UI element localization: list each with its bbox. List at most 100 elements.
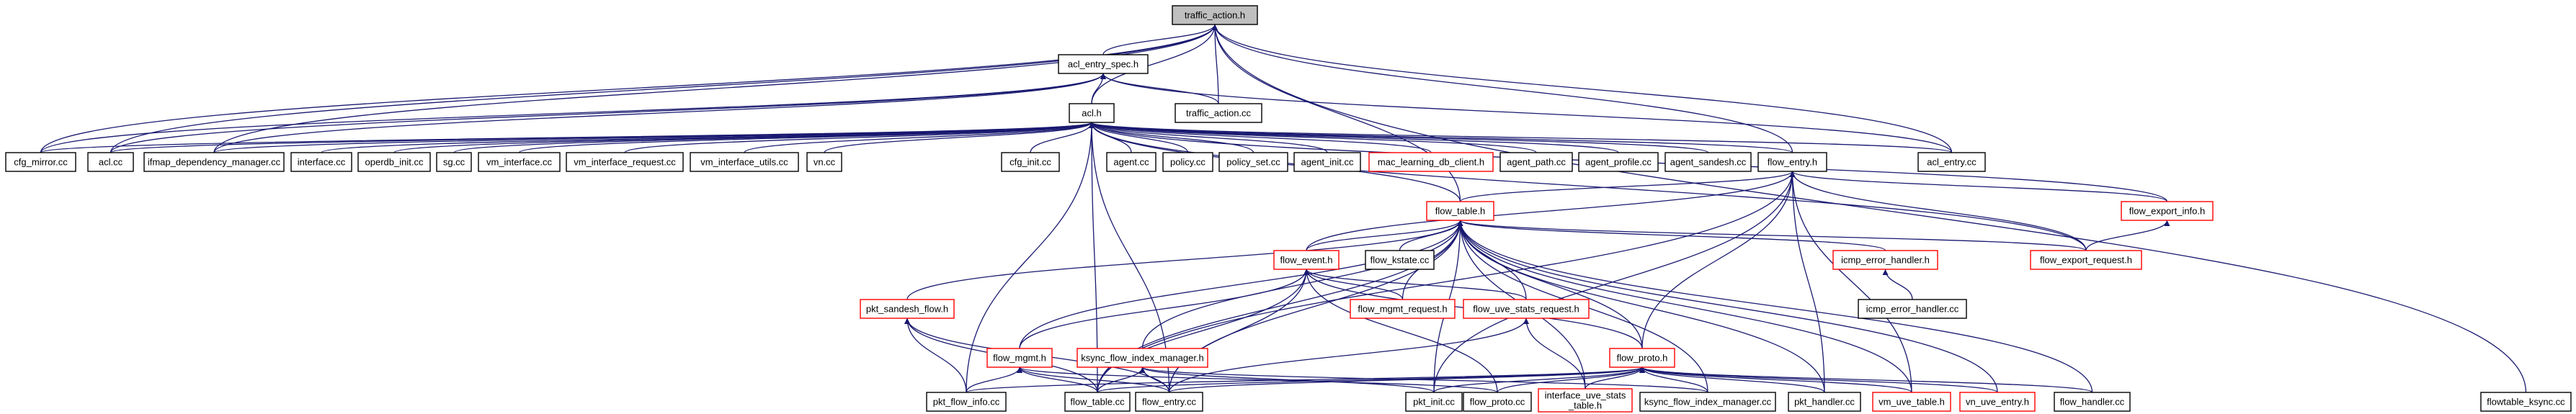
node-flow-handler-cc[interactable]: flow_handler.cc <box>2054 392 2131 412</box>
node-box <box>2030 250 2142 270</box>
node-flow-export-info-h[interactable]: flow_export_info.h <box>2121 201 2214 221</box>
edge-agent-profile-cc-to-acl-h <box>1089 122 1619 153</box>
node-box <box>436 152 472 172</box>
node-interface-cc[interactable]: interface.cc <box>290 152 352 172</box>
node-flow-mgmt-request-h[interactable]: flow_mgmt_request.h <box>1350 299 1456 319</box>
node-pkt-handler-cc[interactable]: pkt_handler.cc <box>1788 392 1861 412</box>
node-flow-kstate-cc[interactable]: flow_kstate.cc <box>1365 250 1435 270</box>
node-traffic-action-h: traffic_action.h <box>1172 5 1258 25</box>
node-flow-entry-cc[interactable]: flow_entry.cc <box>1135 392 1203 412</box>
node-acl-cc[interactable]: acl.cc <box>87 152 134 172</box>
node-cfg-init-cc[interactable]: cfg_init.cc <box>1001 152 1060 172</box>
node-acl-entry-spec-h[interactable]: acl_entry_spec.h <box>1058 54 1149 74</box>
node-flow-table-h[interactable]: flow_table.h <box>1426 201 1494 221</box>
edge-flow-proto-cc-to-flow-mgmt-h <box>1017 366 1498 393</box>
node-box <box>2054 392 2131 412</box>
node-interface-uve-stats-table-h[interactable]: interface_uve_stats_table.h <box>1538 388 1633 413</box>
edge-flow-export-request-h-to-flow-entry-h <box>1789 171 2087 251</box>
node-flow-event-h[interactable]: flow_event.h <box>1273 250 1340 270</box>
node-vm-uve-table-h[interactable]: vm_uve_table.h <box>1872 392 1951 412</box>
node-pkt-init-cc[interactable]: pkt_init.cc <box>1405 392 1463 412</box>
node-label: flow_table.cc <box>1070 397 1125 408</box>
node-label: interface_uve_stats <box>1545 390 1626 401</box>
edge-flow-handler-cc-to-flow-table-h <box>1457 220 2093 393</box>
node-vn-cc[interactable]: vn.cc <box>806 152 842 172</box>
edge-vn-uve-entry-h-to-flow-proto-h <box>1639 366 1998 393</box>
node-box <box>1463 392 1532 412</box>
edge-flow-export-request-h-to-acl-h <box>1089 122 2087 251</box>
edge-flow-export-request-h-to-flow-table-h <box>1457 220 2087 251</box>
node-acl-h[interactable]: acl.h <box>1069 103 1115 123</box>
node-agent-init-cc[interactable]: agent_init.cc <box>1293 152 1361 172</box>
node-flow-uve-stats-request-h[interactable]: flow_uve_stats_request.h <box>1463 299 1590 319</box>
file-nodes: traffic_action.h acl_entry_spec.h traffic_… <box>5 5 2572 413</box>
node-box <box>87 152 134 172</box>
node-vm-interface-utils-cc[interactable]: vm_interface_utils.cc <box>690 152 799 172</box>
node-icmp-error-handler-cc[interactable]: icmp_error_handler.cc <box>1858 299 1967 319</box>
node-flow-mgmt-h[interactable]: flow_mgmt.h <box>986 348 1053 368</box>
edge-flow-entry-cc-to-flow-proto-h <box>1168 366 1645 393</box>
node-flow-entry-h[interactable]: flow_entry.h <box>1757 152 1827 172</box>
node-agent-cc[interactable]: agent.cc <box>1106 152 1156 172</box>
node-label: flow_handler.cc <box>2060 397 2125 408</box>
node-policy-cc[interactable]: policy.cc <box>1162 152 1213 172</box>
node-label: agent_path.cc <box>1507 157 1566 168</box>
node-flow-proto-cc[interactable]: flow_proto.cc <box>1463 392 1532 412</box>
edge-flow-proto-h-to-flow-entry-h <box>1641 171 1796 349</box>
node-traffic-action-cc[interactable]: traffic_action.cc <box>1175 103 1262 123</box>
edge-agent-path-cc-to-acl-h <box>1089 122 1537 153</box>
node-icmp-error-handler-h[interactable]: icmp_error_handler.h <box>1832 250 1938 270</box>
node-label: acl_entry.cc <box>1927 157 1976 168</box>
node-agent-path-cc[interactable]: agent_path.cc <box>1499 152 1573 172</box>
node-operdb-init-cc[interactable]: operdb_init.cc <box>357 152 431 172</box>
edge-flow-export-info-h-to-flow-entry-h <box>1789 171 2168 202</box>
node-policy-set-cc[interactable]: policy_set.cc <box>1218 152 1288 172</box>
node-label: acl_entry_spec.h <box>1068 59 1138 70</box>
node-box <box>1405 392 1463 412</box>
node-flow-export-request-h[interactable]: flow_export_request.h <box>2030 250 2142 270</box>
node-label: policy.cc <box>1170 157 1205 168</box>
node-ksync-flow-index-manager-h[interactable]: ksync_flow_index_manager.h <box>1077 348 1208 368</box>
edge-flow-entry-cc-to-flow-uve-stats-request-h <box>1168 318 1529 393</box>
node-flowtable-ksync-cc[interactable]: flowtable_ksync.cc <box>2480 392 2572 412</box>
node-label: flow_event.h <box>1280 255 1333 266</box>
node-label: vm_interface_request.cc <box>574 157 676 168</box>
edge-vm-interface-cc-to-acl-h <box>518 122 1095 153</box>
node-box <box>1058 54 1149 74</box>
edge-flow-entry-cc-to-acl-h <box>1089 122 1170 393</box>
edge-acl-entry-cc-to-acl-entry-spec-h <box>1100 73 1953 153</box>
node-label: vn.cc <box>814 157 836 168</box>
node-box <box>566 152 684 172</box>
edge-mac-learning-db-client-h-to-acl-h <box>1089 122 1432 153</box>
node-flow-table-cc[interactable]: flow_table.cc <box>1064 392 1131 412</box>
edge-pkt-handler-cc-to-flow-table-h <box>1457 220 1825 393</box>
node-box <box>1499 152 1573 172</box>
node-sg-cc[interactable]: sg.cc <box>436 152 472 172</box>
node-vn-uve-entry-h[interactable]: vn_uve_entry.h <box>1959 392 2036 412</box>
node-box <box>806 152 842 172</box>
node-ksync-flow-index-manager-cc[interactable]: ksync_flow_index_manager.cc <box>1639 392 1776 412</box>
node-mac-learning-db-client-h[interactable]: mac_learning_db_client.h <box>1368 152 1494 172</box>
node-acl-entry-cc[interactable]: acl_entry.cc <box>1917 152 1986 172</box>
edge-flow-entry-h-to-acl-h <box>1089 122 1793 153</box>
node-vm-interface-cc[interactable]: vm_interface.cc <box>478 152 561 172</box>
node-label: agent_sandesh.cc <box>1670 157 1747 168</box>
node-label: vm_uve_table.h <box>1878 397 1945 408</box>
edge-acl-entry-cc-to-acl-h <box>1089 122 1953 153</box>
node-flow-proto-h[interactable]: flow_proto.h <box>1609 348 1675 368</box>
node-cfg-mirror-cc[interactable]: cfg_mirror.cc <box>5 152 76 172</box>
edge-agent-init-cc-to-acl-h <box>1089 122 1328 153</box>
node-box <box>1917 152 1986 172</box>
node-ifmap-dependency-manager-cc[interactable]: ifmap_dependency_manager.cc <box>143 152 285 172</box>
node-agent-profile-cc[interactable]: agent_profile.cc <box>1578 152 1659 172</box>
edge-traffic-action-cc-to-acl-entry-spec-h <box>1100 73 1219 104</box>
edge-vm-interface-request-cc-to-acl-h <box>624 122 1095 153</box>
node-pkt-sandesh-flow-h[interactable]: pkt_sandesh_flow.h <box>860 299 955 319</box>
edge-flow-mgmt-h-to-flow-table-h <box>1019 220 1463 349</box>
node-box <box>1218 152 1288 172</box>
edge-acl-cc-to-acl-h <box>110 122 1095 153</box>
node-pkt-flow-info-cc[interactable]: pkt_flow_info.cc <box>926 392 1007 412</box>
node-agent-sandesh-cc[interactable]: agent_sandesh.cc <box>1664 152 1752 172</box>
node-vm-interface-request-cc[interactable]: vm_interface_request.cc <box>566 152 684 172</box>
